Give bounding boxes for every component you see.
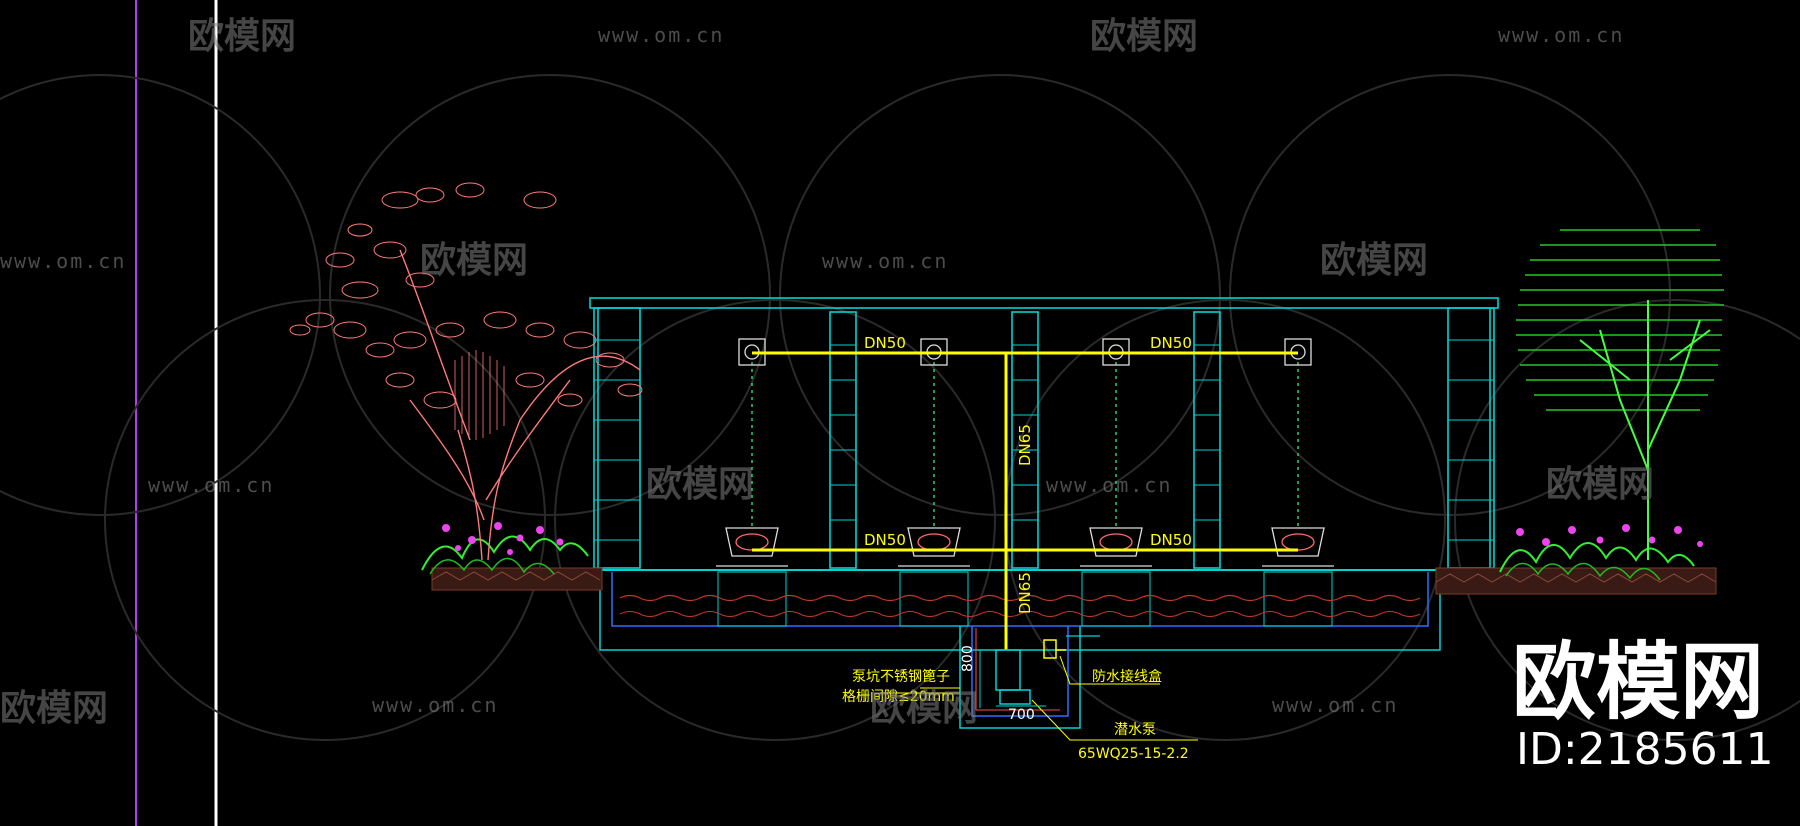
watermark-url-2: www.om.cn (1498, 23, 1624, 47)
watermark-logo-5: 欧模网 (646, 464, 754, 505)
watermark-logo-8: 欧模网 (870, 688, 978, 729)
pump-pit (959, 626, 1100, 729)
pipe-label-bottom-left: DN50 (864, 531, 906, 549)
watermark-logo-2: 欧模网 (1090, 16, 1198, 57)
spray-jets (751, 362, 1299, 530)
watermark-urls: www.om.cn www.om.cn www.om.cn www.om.cn … (0, 23, 1624, 717)
watermark-url-8: www.om.cn (1272, 693, 1398, 717)
water-surface-2 (619, 611, 1421, 617)
watermark-logo-3: 欧模网 (420, 240, 528, 281)
tree-left (289, 182, 643, 561)
shrubs-right (1499, 524, 1703, 581)
note-pit-cover-2: 格栅间隙≤20mm (842, 689, 955, 705)
watermark-url-7: www.om.cn (372, 693, 498, 717)
watermark-logo-6: 欧模网 (1546, 464, 1654, 505)
ground-right (1435, 567, 1717, 595)
watermark-logo-1: 欧模网 (188, 16, 296, 57)
watermark-brand-large: 欧模网 (1512, 633, 1765, 731)
watermark-url-4: www.om.cn (822, 249, 948, 273)
dimension-lines (979, 650, 1046, 708)
feature-wall (589, 297, 1499, 569)
tree-right (1516, 229, 1724, 560)
pipe-label-top-right: DN50 (1150, 334, 1192, 352)
watermark-logo-4: 欧模网 (1320, 240, 1428, 281)
note-junction-box: 防水接线盒 (1092, 668, 1162, 685)
ground-left (431, 567, 603, 591)
note-pit-cover-1: 泵坑不锈钢篦子 (852, 669, 950, 685)
dim-pit-height: 800 (960, 645, 976, 672)
watermark-logos: 欧模网 欧模网 欧模网 欧模网 欧模网 欧模网 欧模网 欧模网 (0, 16, 1654, 729)
shrubs-left (421, 522, 589, 575)
watermark-url-1: www.om.cn (598, 23, 724, 47)
pipe-label-riser-upper: DN65 (1016, 424, 1034, 466)
watermark-url-6: www.om.cn (1046, 473, 1172, 497)
watermark-url-5: www.om.cn (148, 473, 274, 497)
dim-pit-width: 700 (1008, 707, 1035, 723)
leader-lines (880, 655, 1198, 741)
pipes (752, 351, 1298, 650)
watermark-logo-7: 欧模网 (0, 688, 108, 729)
watermark-url-3: www.om.cn (0, 249, 126, 273)
watermark-id-label: ID:2185611 (1516, 724, 1774, 775)
note-pump-model: 65WQ25-15-2.2 (1078, 746, 1189, 762)
pipe-label-top-left: DN50 (864, 334, 906, 352)
pipe-label-bottom-right: DN50 (1150, 531, 1192, 549)
pipe-label-riser-lower: DN65 (1016, 572, 1034, 614)
water-surface (619, 594, 1421, 602)
note-pump-name: 潜水泵 (1114, 722, 1156, 738)
fountain-bowls (716, 527, 1334, 567)
